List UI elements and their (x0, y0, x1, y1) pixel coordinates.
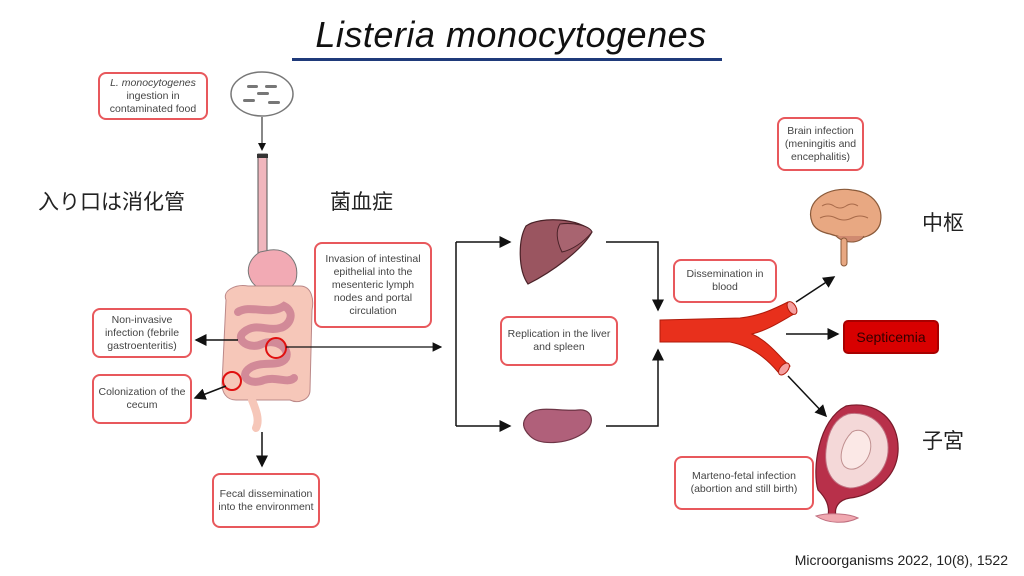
arrow-to-fetus (787, 375, 828, 418)
brain-icon (809, 188, 882, 267)
arrow-to-brain (795, 276, 836, 303)
label-entry-digestive: 入り口は消化管 (38, 190, 185, 214)
spleen-icon (523, 408, 592, 444)
ingestion-box: L. monocytogenes ingestion in contaminat… (98, 72, 208, 120)
label-uterus: 子宮 (922, 429, 964, 453)
non-invasive-box: Non-invasive infection (febrile gastroen… (92, 308, 192, 358)
citation: Microorganisms 2022, 10(8), 1522 (794, 552, 1008, 568)
brain-infection-box: Brain infection (meningitis and encephal… (777, 117, 864, 171)
blood-vessel-icon (659, 301, 798, 376)
liver-icon (519, 219, 593, 285)
label-bacteremia: 菌血症 (330, 190, 393, 214)
fetal-infection-box: Marteno-fetal infection (abortion and st… (674, 456, 814, 510)
invasion-box: Invasion of intestinal epithelial into t… (314, 242, 432, 328)
diagram-title: Listeria monocytogenes (315, 14, 707, 55)
fecal-box: Fecal dissemination into the environment (212, 473, 320, 528)
label-cns: 中枢 (922, 211, 964, 235)
arrow-liver-to-blood (606, 241, 664, 312)
ingestion-line-1: ingestion in (126, 89, 180, 102)
septicemia-box: Septicemia (843, 320, 939, 354)
ingestion-species: L. monocytogenes (110, 76, 196, 89)
dissemination-box: Dissemination in blood (673, 259, 777, 303)
title-underline (292, 58, 722, 61)
arrow-spleen-to-blood (606, 348, 664, 427)
ingestion-line-2: contaminated food (109, 102, 197, 115)
replication-box: Replication in the liver and spleen (500, 316, 618, 366)
digestive-tract-icon (221, 153, 314, 432)
colonization-box: Colonization of the cecum (92, 374, 192, 424)
food-bacteria-icon (230, 71, 294, 117)
fetus-uterus-icon (814, 404, 899, 523)
arrow-to-colonization (193, 385, 227, 400)
